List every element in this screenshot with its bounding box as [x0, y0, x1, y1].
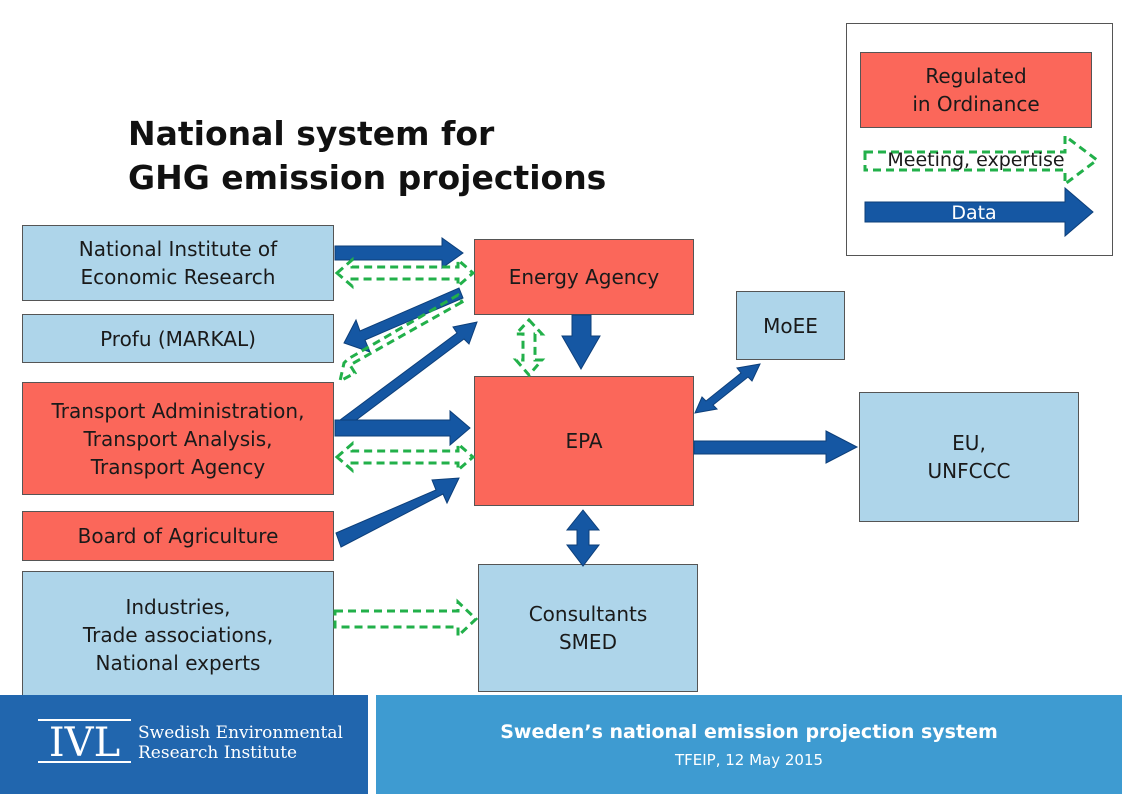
meeting-arrow-energy-epa [512, 317, 546, 378]
node-energy-agency: Energy Agency [474, 239, 694, 315]
legend-arrow-shapes [863, 133, 1100, 238]
legend-regulated-box: Regulated in Ordinance [860, 52, 1092, 128]
ivl-logo-text: Swedish Environmental Research Institute [138, 723, 343, 763]
footer-banner: Sweden’s national emission projection sy… [376, 695, 1122, 794]
legend-meeting-label: Meeting, expertise [887, 149, 1065, 171]
node-profu: Profu (MARKAL) [22, 314, 334, 363]
meeting-arrow-nier-energy [334, 256, 476, 290]
ivl-logo-mark: IVL [38, 719, 131, 765]
node-consultants: Consultants SMED [478, 564, 698, 692]
data-arrow-epa-to-eu [693, 430, 859, 464]
data-arrow-nier-to-energy [334, 237, 464, 269]
data-arrow-energy-to-profu [343, 287, 464, 353]
node-industries: Industries, Trade associations, National… [22, 571, 334, 699]
footer-title: Sweden’s national emission projection sy… [500, 721, 998, 743]
node-moee: MoEE [736, 291, 845, 360]
legend-meeting-arrow [863, 133, 1100, 187]
node-eu-unfccc: EU, UNFCCC [859, 392, 1079, 522]
meeting-arrow-transport-epa [334, 440, 476, 474]
legend-data-label: Data [951, 202, 997, 224]
data-arrow-transport-to-epa [334, 409, 471, 447]
meeting-arrow-energy-to-transport [337, 292, 465, 384]
data-arrow-epa-moee [694, 363, 761, 414]
node-epa: EPA [474, 376, 694, 506]
footer-subtitle: TFEIP, 12 May 2015 [674, 751, 824, 769]
node-nier: National Institute of Economic Research [22, 225, 334, 301]
page-title: National system for GHG emission project… [128, 114, 607, 197]
legend-data-arrow [864, 186, 1094, 238]
node-transport: Transport Administration, Transport Anal… [22, 382, 334, 495]
footer-logo-panel: IVL Swedish Environmental Research Insti… [0, 695, 368, 794]
data-arrow-epa-consultants [565, 509, 601, 567]
legend: Regulated in Ordinance Meeting, expertis… [846, 23, 1113, 256]
meeting-arrow-industries-to-consultants [333, 598, 479, 640]
node-agriculture: Board of Agriculture [22, 511, 334, 561]
data-arrow-transport-to-energy [335, 321, 478, 431]
data-arrow-agriculture-to-epa [335, 477, 460, 548]
data-arrow-energy-to-epa [561, 314, 601, 371]
